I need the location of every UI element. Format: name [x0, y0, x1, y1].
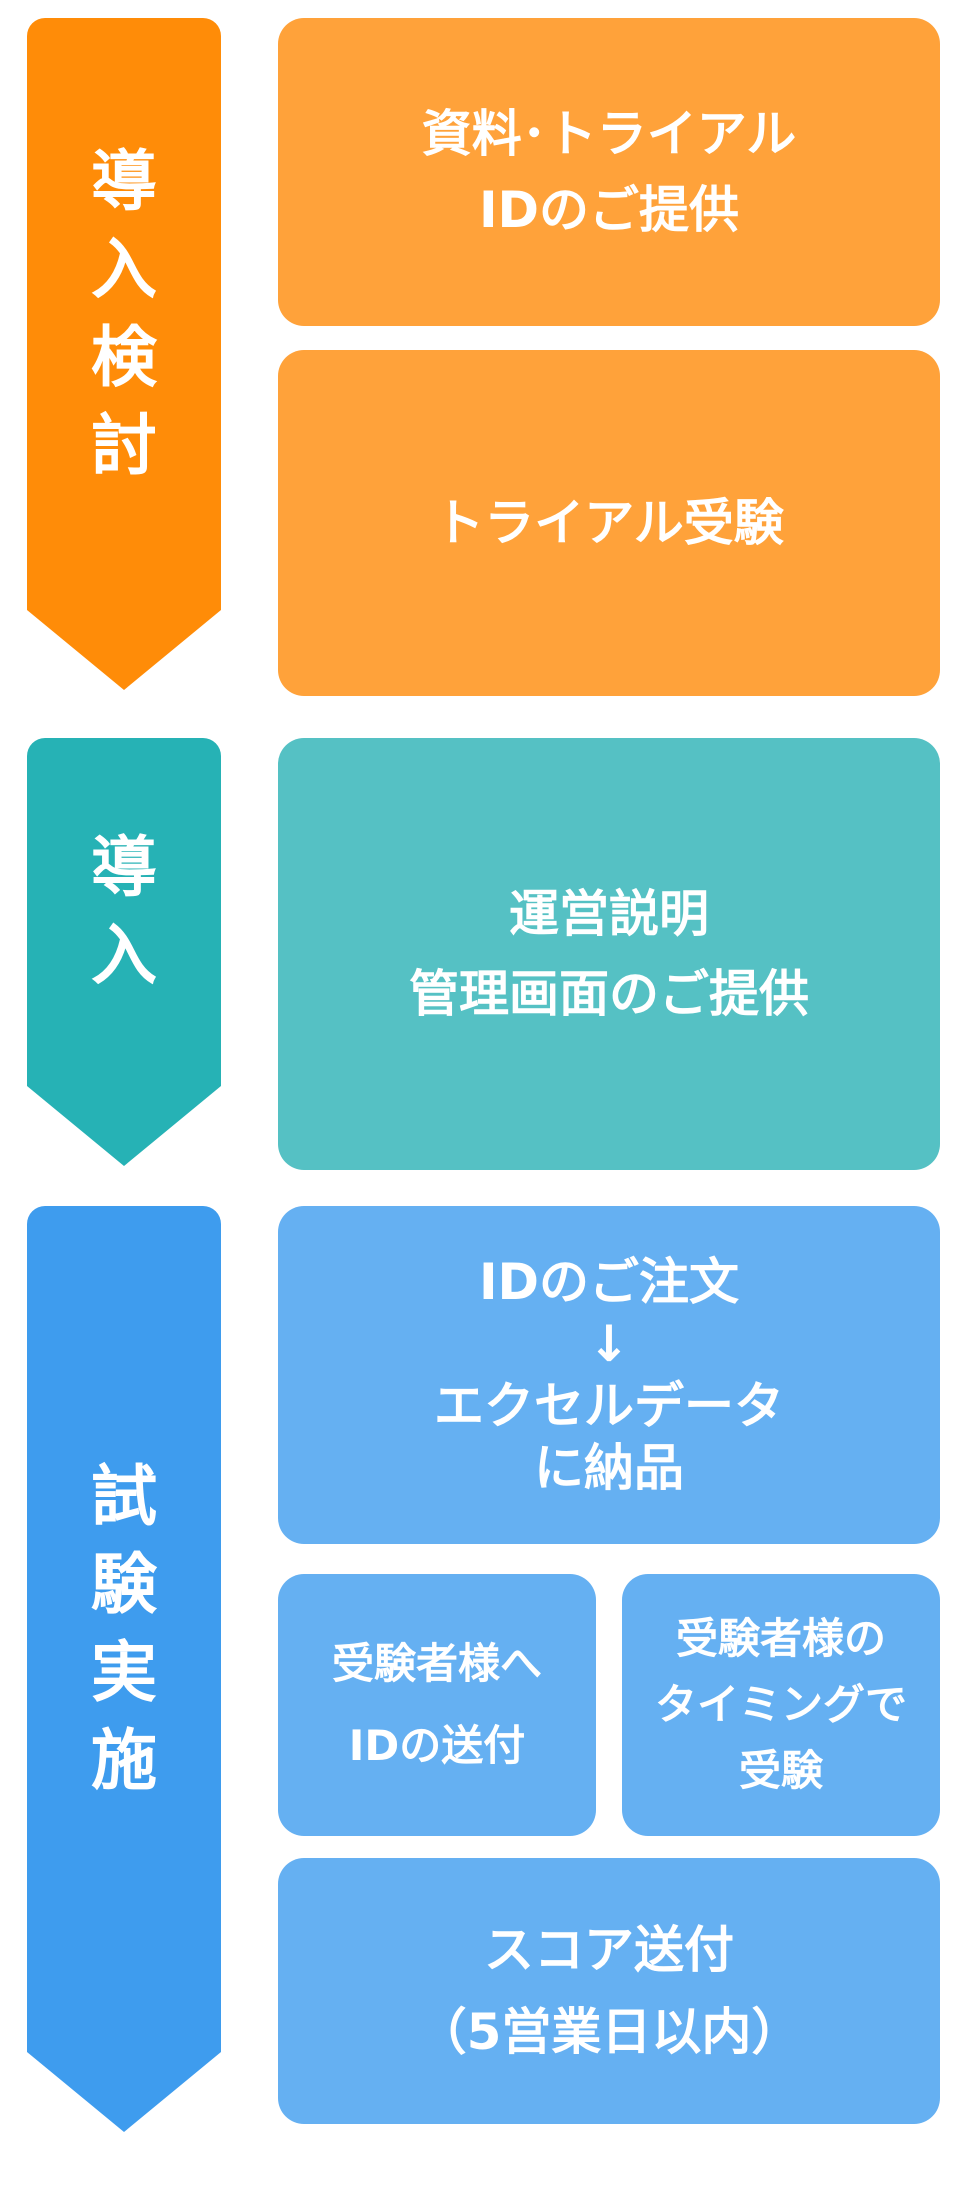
arrow-tip-consideration — [27, 610, 221, 690]
step-score-delivery: スコア送付 （5営業日以内） — [278, 1858, 940, 2124]
step-exam-at-own-timing: 受験者様の タイミングで 受験 — [622, 1574, 940, 1836]
step-line: 受験者様の — [675, 1614, 886, 1663]
stage-label-introduction: 導入 — [91, 829, 157, 994]
step-line: （5営業日以内） — [416, 2003, 802, 2061]
step-materials-trial-id: 資料･トライアル IDのご提供 — [278, 18, 940, 326]
step-send-id: 受験者様へ IDの送付 — [278, 1574, 596, 1836]
arrow-tip-exam — [27, 2052, 221, 2132]
step-trial-exam: トライアル受験 — [278, 350, 940, 696]
step-line: 管理画面のご提供 — [409, 965, 809, 1023]
step-line: 資料･トライアル — [421, 105, 797, 163]
step-line: 受験 — [738, 1746, 823, 1795]
step-operation-admin: 運営説明 管理画面のご提供 — [278, 738, 940, 1170]
stage-label-consideration: 導入検討 — [91, 143, 157, 484]
step-id-order-excel: IDのご注文 ↓ エクセルデータ に納品 — [278, 1206, 940, 1544]
step-line: スコア送付 — [484, 1921, 734, 1979]
step-line: に納品 — [534, 1439, 684, 1497]
arrow-tip-introduction — [27, 1086, 221, 1166]
step-line: 受験者様へ — [331, 1639, 542, 1688]
step-arrow-down: ↓ — [588, 1315, 630, 1373]
step-line: IDのご提供 — [478, 181, 740, 239]
stage-arrow-introduction: 導入 — [27, 738, 221, 1166]
stage-arrow-exam: 試験実施 — [27, 1206, 221, 2132]
step-line: タイミングで — [654, 1680, 907, 1729]
step-line: トライアル受験 — [434, 494, 784, 552]
step-line: IDの送付 — [348, 1721, 526, 1770]
stage-arrow-consideration: 導入検討 — [27, 18, 221, 690]
step-line: IDのご注文 — [478, 1253, 740, 1311]
stage-label-exam: 試験実施 — [91, 1458, 157, 1799]
step-line: エクセルデータ — [434, 1377, 784, 1435]
step-line: 運営説明 — [509, 885, 709, 943]
